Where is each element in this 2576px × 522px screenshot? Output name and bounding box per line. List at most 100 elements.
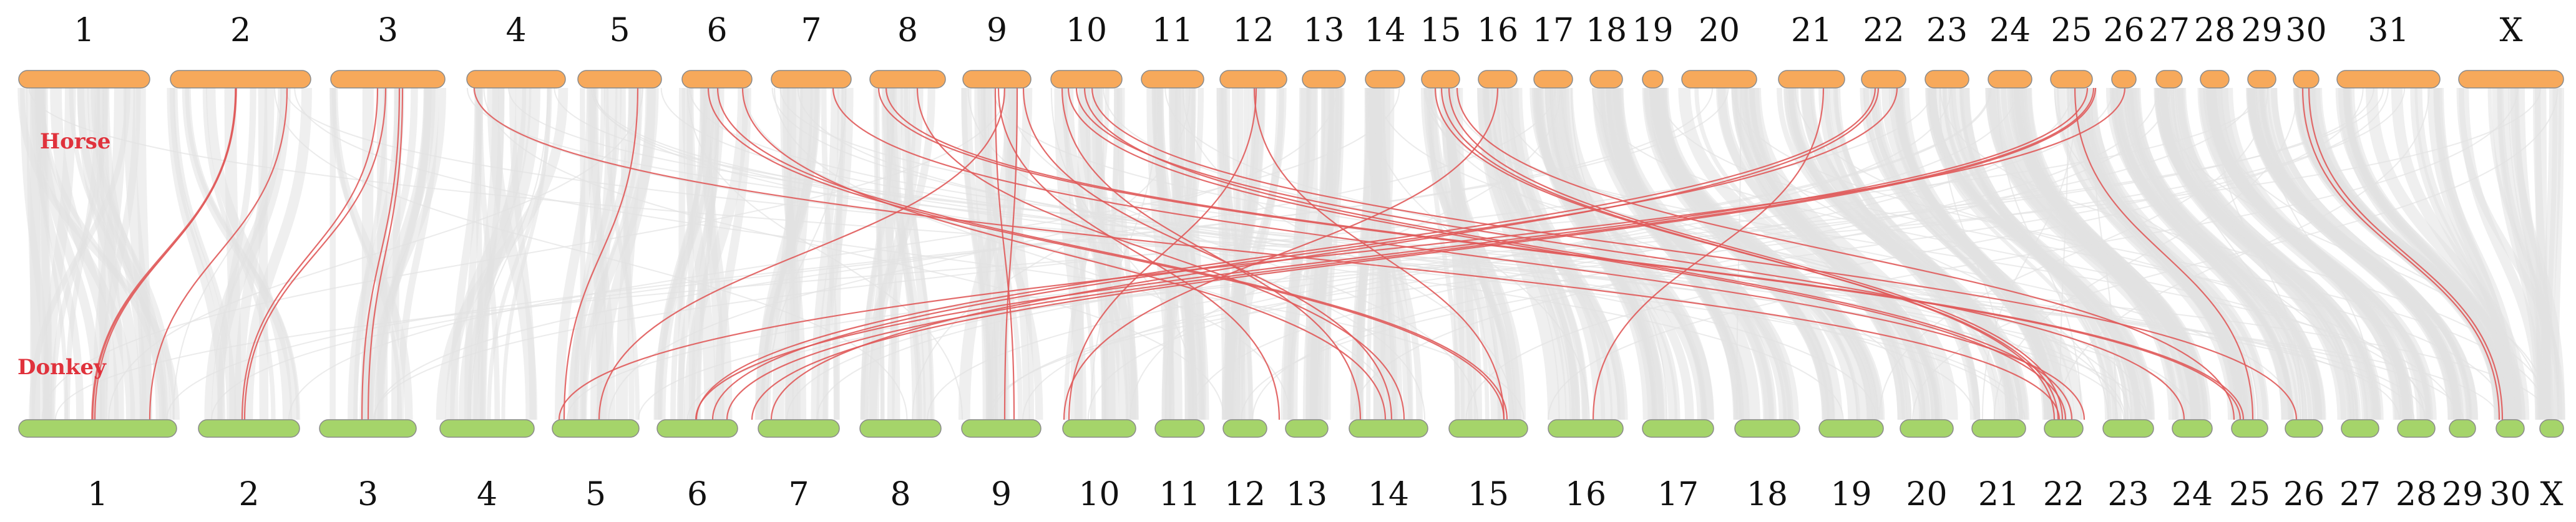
donkey-chromosome-label-25: 25 bbox=[2229, 476, 2270, 513]
species-label-bottom: Donkey bbox=[17, 355, 107, 380]
background-link-502 bbox=[1736, 87, 1742, 420]
background-link-546 bbox=[991, 87, 2255, 420]
background-link-249 bbox=[1561, 87, 1714, 420]
highlighted-link-34 bbox=[695, 87, 1876, 420]
horse-chromosome-11 bbox=[1141, 70, 1204, 89]
donkey-chromosome-9 bbox=[961, 419, 1042, 438]
horse-chromosome-1 bbox=[18, 70, 150, 89]
highlighted-link-33 bbox=[1592, 87, 1825, 420]
background-link-38 bbox=[224, 87, 242, 420]
horse-chromosome-label-12: 12 bbox=[1232, 12, 1274, 49]
highlighted-link-7 bbox=[473, 87, 2061, 420]
donkey-chromosome-label-4: 4 bbox=[477, 476, 497, 513]
horse-chromosome-14 bbox=[1365, 70, 1405, 89]
background-link-55 bbox=[359, 87, 418, 420]
horse-chromosome-26 bbox=[2111, 70, 2137, 89]
background-link-507 bbox=[274, 87, 908, 420]
donkey-chromosome-4 bbox=[439, 419, 535, 438]
background-link-461 bbox=[2508, 87, 2559, 420]
background-link-144 bbox=[1063, 87, 1110, 420]
donkey-chromosome-19 bbox=[1818, 419, 1884, 438]
background-link-535 bbox=[1022, 87, 2017, 420]
donkey-chromosome-label-8: 8 bbox=[890, 476, 910, 513]
background-link-13 bbox=[31, 87, 84, 420]
horse-chromosome-label-2: 2 bbox=[230, 12, 251, 49]
highlighted-link-11 bbox=[741, 87, 1387, 420]
donkey-chromosome-25 bbox=[2231, 419, 2268, 438]
horse-chromosome-22 bbox=[1861, 70, 1906, 89]
background-link-550 bbox=[1731, 87, 2549, 420]
background-link-67 bbox=[475, 87, 484, 420]
horse-chromosome-X bbox=[2458, 70, 2564, 89]
horse-chromosome-23 bbox=[1925, 70, 1969, 89]
horse-chromosome-12 bbox=[1219, 70, 1287, 89]
background-link-460 bbox=[2492, 87, 2545, 420]
donkey-chromosome-15 bbox=[1448, 419, 1528, 438]
background-link-40 bbox=[206, 87, 293, 420]
donkey-chromosome-label-12: 12 bbox=[1224, 476, 1266, 513]
background-link-516 bbox=[967, 87, 1426, 420]
background-link-523 bbox=[912, 87, 1191, 420]
highlighted-link-41 bbox=[558, 87, 2126, 420]
background-link-513 bbox=[2263, 87, 2375, 420]
background-link-66 bbox=[487, 87, 552, 420]
donkey-chromosome-27 bbox=[2341, 419, 2379, 438]
donkey-chromosome-13 bbox=[1285, 419, 1329, 438]
horse-chromosome-label-22: 22 bbox=[1863, 12, 1904, 49]
top-chromosome-track bbox=[18, 70, 2564, 89]
donkey-chromosome-label-29: 29 bbox=[2442, 476, 2483, 513]
background-link-68 bbox=[480, 87, 505, 420]
background-link-464 bbox=[1501, 87, 2064, 420]
donkey-chromosome-3 bbox=[319, 419, 417, 438]
horse-chromosome-13 bbox=[1302, 70, 1346, 89]
horse-chromosome-label-11: 11 bbox=[1152, 12, 1193, 49]
background-link-349 bbox=[2009, 87, 2200, 420]
background-link-167 bbox=[1170, 87, 1209, 420]
background-link-135 bbox=[1003, 87, 1030, 420]
horse-chromosome-label-24: 24 bbox=[1989, 12, 2031, 49]
horse-chromosome-label-6: 6 bbox=[706, 12, 727, 49]
background-link-236 bbox=[1500, 87, 1588, 420]
background-link-26 bbox=[77, 87, 142, 420]
background-link-487 bbox=[1795, 87, 2426, 420]
horse-chromosome-2 bbox=[170, 70, 311, 89]
highlighted-link-18 bbox=[598, 87, 1006, 420]
donkey-chromosome-6 bbox=[656, 419, 738, 438]
background-link-521 bbox=[166, 87, 1729, 420]
highlighted-link-10 bbox=[716, 87, 1508, 420]
horse-chromosome-label-8: 8 bbox=[897, 12, 918, 49]
highlighted-link-40 bbox=[2074, 87, 2254, 420]
donkey-chromosome-16 bbox=[1548, 419, 1624, 438]
background-link-510 bbox=[1939, 87, 2007, 420]
donkey-chromosome-10 bbox=[1062, 419, 1136, 438]
background-link-78 bbox=[582, 87, 643, 420]
highlighted-link-38 bbox=[726, 87, 2095, 420]
horse-chromosome-3 bbox=[330, 70, 446, 89]
horse-chromosome-9 bbox=[962, 70, 1032, 89]
background-link-482 bbox=[172, 87, 282, 420]
background-link-307 bbox=[1823, 87, 1980, 420]
horse-chromosome-19 bbox=[1642, 70, 1664, 89]
horse-chromosome-label-31: 31 bbox=[2368, 12, 2409, 49]
background-link-111 bbox=[821, 87, 839, 420]
donkey-chromosome-5 bbox=[552, 419, 640, 438]
background-link-320 bbox=[1870, 87, 2047, 420]
background-link-191 bbox=[1283, 87, 1312, 420]
background-link-376 bbox=[2120, 87, 2293, 420]
donkey-chromosome-29 bbox=[2449, 419, 2476, 438]
background-link-534 bbox=[2081, 87, 2258, 420]
horse-chromosome-24 bbox=[1988, 70, 2032, 89]
horse-chromosome-5 bbox=[577, 70, 662, 89]
background-link-537 bbox=[466, 87, 2415, 420]
highlighted-link-12 bbox=[832, 87, 2086, 420]
highlighted-link-36 bbox=[770, 87, 1880, 420]
highlighted-link-39 bbox=[751, 87, 2097, 420]
background-link-251 bbox=[1533, 87, 1677, 420]
highlighted-link-32 bbox=[1063, 87, 1499, 420]
background-link-95 bbox=[714, 87, 751, 420]
highlighted-link-42 bbox=[2301, 87, 2500, 420]
donkey-chromosome-label-13: 13 bbox=[1286, 476, 1327, 513]
highlighted-link-2 bbox=[149, 87, 288, 420]
donkey-chromosome-22 bbox=[2044, 419, 2084, 438]
